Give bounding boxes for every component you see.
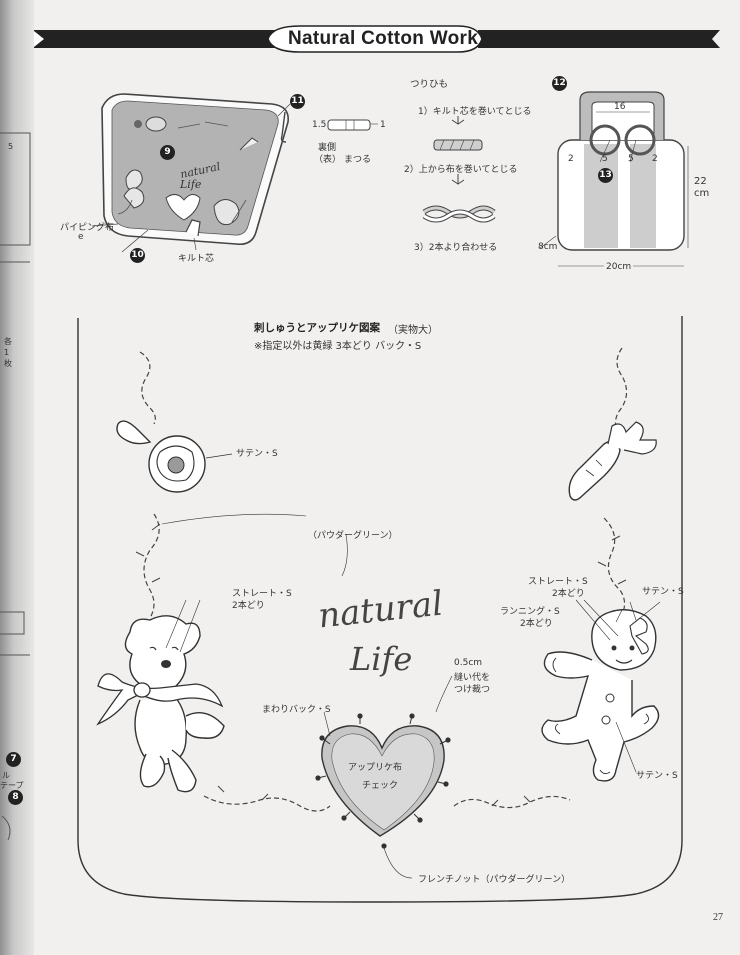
dim-cm: cm	[694, 188, 710, 199]
left-badge-7: 7	[6, 752, 21, 767]
page-number: 27	[713, 912, 723, 923]
dim-16: 16	[614, 102, 626, 112]
label-running-2: 2本どり	[520, 619, 553, 629]
label-seam-1: 0.5cm	[454, 658, 483, 668]
left-char-one: 1	[4, 348, 10, 357]
label-powder-green: （パウダーグリーン）	[308, 531, 398, 541]
badge-12: 12	[552, 76, 567, 91]
loop-step-3: 3）2本より合わせる	[414, 243, 498, 253]
label-seam-2: 縫い代を	[454, 673, 491, 683]
loop-step-2: 2）上から布を巻いてとじる	[404, 165, 518, 175]
label-straight-right-2: 2本どり	[552, 589, 585, 599]
label-applique-check: チェック	[362, 781, 399, 791]
label-piping-e: e	[78, 232, 84, 242]
dim-8cm: 8cm	[538, 242, 558, 252]
dim-2-right: 2	[652, 154, 658, 164]
dim-5-right: 5	[628, 154, 634, 164]
loop-step-1: 1）キルト芯を巻いてとじる	[418, 107, 532, 117]
loop-dim-1: 1	[380, 120, 386, 130]
loop-front-label: （表）	[314, 155, 342, 165]
label-satin-buttons: サテン・S	[636, 771, 678, 781]
label-piping: パイピング布	[60, 223, 115, 233]
label-french-knot: フレンチノット（パウダーグリーン）	[418, 875, 571, 885]
loop-dim-1-5: 1.5	[312, 120, 327, 130]
badge-11: 11	[290, 94, 305, 109]
dim-22: 22	[694, 176, 707, 187]
bag-text-life: Life	[180, 178, 202, 191]
dim-2-left: 2	[568, 154, 574, 164]
label-quilt-core: キルト芯	[178, 254, 215, 264]
badge-10: 10	[130, 248, 145, 263]
label-running-1: ランニング・S	[500, 607, 560, 617]
left-char-sheet: 枚	[4, 359, 12, 368]
label-straight-left-1: ストレート・S	[232, 589, 292, 599]
left-frag-tape: テープ	[0, 781, 24, 790]
loop-stitch-label: まつる	[344, 155, 372, 165]
loop-back-label: 裏側	[318, 143, 337, 153]
pattern-heading-suffix: （実物大）	[388, 325, 438, 336]
pattern-heading: 刺しゅうとアップリケ図案	[254, 322, 380, 334]
pattern-note: ※指定以外は黄緑 3本どり バック・S	[254, 341, 422, 352]
left-frag-ru: ル	[2, 771, 10, 780]
left-dim-5: 5	[8, 142, 14, 151]
loop-title: つりひも	[410, 79, 449, 90]
page-title: Natural Cotton Work	[288, 28, 479, 49]
label-satin-pan: サテン・S	[236, 449, 278, 459]
label-applique-fabric: アップリケ布	[348, 763, 403, 773]
label-seam-3: つけ裁つ	[454, 685, 491, 695]
label-straight-left-2: 2本どり	[232, 601, 265, 611]
badge-13: 13	[598, 168, 613, 183]
left-char-each: 各	[4, 337, 12, 346]
left-badge-8: 8	[8, 790, 23, 805]
label-straight-right-1: ストレート・S	[528, 577, 588, 587]
dim-20cm: 20cm	[604, 262, 634, 272]
label-satin-bow: サテン・S	[642, 587, 684, 597]
script-life: Life	[350, 640, 413, 678]
label-back-around: まわりバック・S	[262, 705, 331, 715]
dim-5-left: 5	[602, 154, 608, 164]
badge-9: 9	[160, 145, 175, 160]
